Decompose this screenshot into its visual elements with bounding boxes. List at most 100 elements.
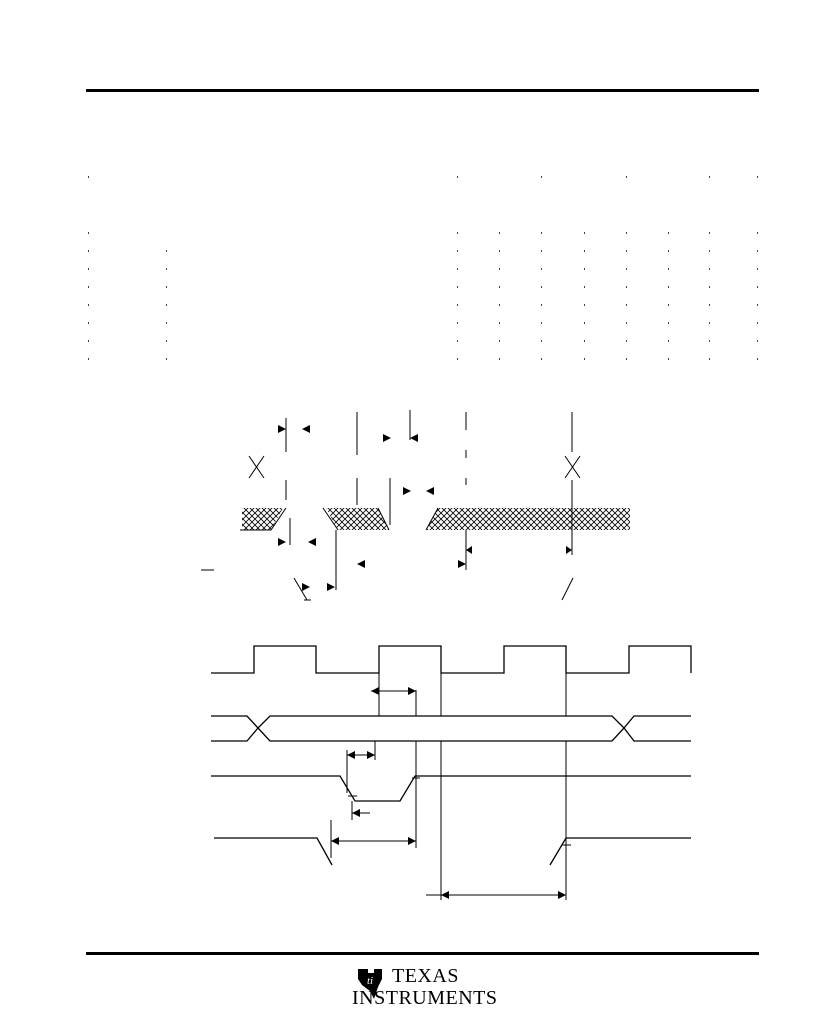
table-tick — [499, 322, 500, 324]
table-tick — [541, 176, 542, 178]
arrow-head — [278, 538, 286, 546]
table-tick — [626, 322, 627, 324]
table-tick — [457, 250, 458, 252]
table-tick — [88, 250, 89, 252]
table-tick — [757, 268, 758, 270]
table-tick — [584, 286, 585, 288]
table-tick — [757, 176, 758, 178]
table-tick — [668, 340, 669, 342]
strobe-waveform — [214, 837, 333, 866]
table-tick — [709, 322, 710, 324]
table-tick — [541, 286, 542, 288]
signal-crossing — [564, 455, 581, 479]
arrow-head — [403, 487, 411, 495]
table-tick — [457, 286, 458, 288]
logo-text-line1: TEXAS — [392, 965, 459, 987]
table-tick — [88, 340, 89, 342]
table-tick — [166, 340, 167, 342]
arrow-head — [426, 487, 434, 495]
arrow-head — [408, 687, 416, 695]
signal-crossing — [248, 455, 265, 479]
bus-edge — [377, 507, 390, 531]
arrow-head — [383, 434, 391, 442]
table-tick — [457, 176, 458, 178]
table-tick — [541, 304, 542, 306]
table-tick — [457, 232, 458, 234]
arrow-head — [466, 546, 472, 554]
bus-edge — [425, 507, 439, 531]
arrow-head — [367, 751, 375, 759]
hatched-region — [242, 508, 283, 530]
table-tick — [626, 286, 627, 288]
table-tick — [88, 176, 89, 178]
table-tick — [757, 358, 758, 360]
table-tick — [757, 286, 758, 288]
table-tick — [668, 268, 669, 270]
table-tick — [166, 322, 167, 324]
arrow-head — [566, 546, 572, 554]
table-tick — [709, 340, 710, 342]
table-tick — [541, 358, 542, 360]
table-tick — [499, 250, 500, 252]
table-tick — [626, 358, 627, 360]
hatched-region — [426, 508, 630, 530]
table-tick — [584, 358, 585, 360]
table-tick — [668, 322, 669, 324]
table-tick — [584, 232, 585, 234]
strobe-waveform — [549, 837, 691, 866]
table-tick — [584, 304, 585, 306]
table-tick — [757, 340, 758, 342]
arrow-head — [302, 583, 310, 591]
table-tick — [757, 250, 758, 252]
table-tick — [499, 286, 500, 288]
arrow-head — [347, 751, 355, 759]
table-tick — [626, 304, 627, 306]
table-tick — [499, 340, 500, 342]
arrow-head — [278, 425, 286, 433]
table-tick — [457, 358, 458, 360]
table-tick — [584, 322, 585, 324]
table-tick — [626, 340, 627, 342]
table-tick — [668, 250, 669, 252]
table-tick — [457, 304, 458, 306]
arrow-head — [408, 837, 416, 845]
table-tick — [709, 232, 710, 234]
arrow-head — [441, 891, 449, 899]
arrow-head — [458, 560, 466, 568]
arrow-head — [352, 809, 360, 817]
arrow-head — [331, 837, 339, 845]
table-tick — [457, 340, 458, 342]
table-tick — [166, 358, 167, 360]
ti-logo-icon: ti — [358, 969, 382, 999]
table-tick — [166, 268, 167, 270]
logo-text-line2: INSTRUMENTS — [352, 987, 498, 1009]
table-tick — [88, 358, 89, 360]
table-tick — [709, 268, 710, 270]
table-tick — [626, 232, 627, 234]
hatched-region — [326, 508, 389, 530]
bus-edge — [322, 507, 339, 531]
table-tick — [88, 304, 89, 306]
table-tick — [541, 340, 542, 342]
table-tick — [584, 268, 585, 270]
table-tick — [88, 322, 89, 324]
table-tick — [709, 304, 710, 306]
arrow-head — [308, 538, 316, 546]
table-tick — [626, 268, 627, 270]
arrow-head — [410, 434, 418, 442]
table-tick — [457, 322, 458, 324]
table-tick — [541, 322, 542, 324]
table-tick — [757, 322, 758, 324]
arrow-head — [558, 891, 566, 899]
table-tick — [166, 250, 167, 252]
table-tick — [166, 286, 167, 288]
svg-text:ti: ti — [367, 975, 373, 987]
table-tick — [499, 304, 500, 306]
table-tick — [668, 358, 669, 360]
table-tick — [668, 304, 669, 306]
signal-edge — [561, 577, 574, 601]
clock-waveform — [211, 645, 692, 674]
table-tick — [709, 176, 710, 178]
